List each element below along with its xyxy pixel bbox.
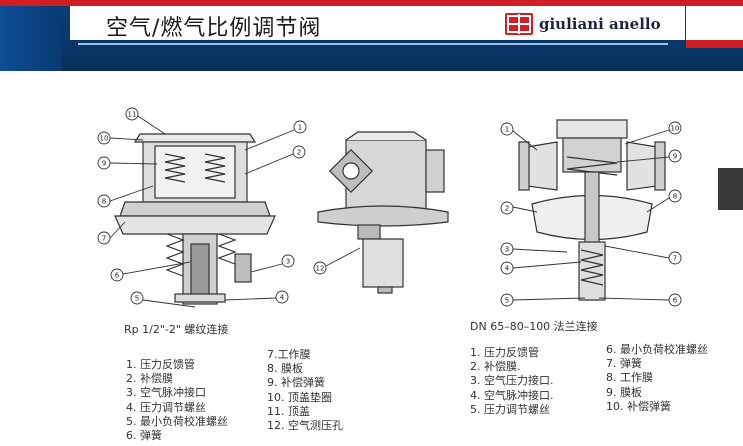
callout-5: 5 bbox=[135, 295, 139, 303]
callout-1: 1 bbox=[298, 124, 302, 132]
callout-4: 4 bbox=[280, 294, 285, 302]
callout-10: 10 bbox=[100, 135, 109, 143]
legend-item: 8. 工作膜 bbox=[606, 371, 653, 385]
right-caption: DN 65–80–100 法兰连接 bbox=[470, 320, 598, 333]
callout-1: 1 bbox=[505, 126, 509, 134]
legend-item: 1. 压力反馈管 bbox=[126, 358, 195, 371]
legend-item: 8. 膜板 bbox=[267, 362, 303, 376]
legend-item: 4. 空气脉冲接口. bbox=[470, 388, 554, 402]
legend-item: 12. 空气测压孔 bbox=[267, 419, 343, 433]
title-underline bbox=[78, 43, 668, 45]
callout-5: 5 bbox=[505, 297, 509, 305]
legend-item: 2. 补偿膜 bbox=[126, 372, 173, 386]
header-left-stripe bbox=[0, 6, 62, 71]
logo-mark-icon bbox=[505, 13, 533, 35]
callout-6: 6 bbox=[673, 297, 678, 305]
legend-left-col2: 7.工作膜 8. 膜板 9. 补偿弹簧 10. 顶盖垫圈 11. 顶盖 12. … bbox=[267, 348, 343, 433]
legend-item: 1. 压力反馈管 bbox=[470, 346, 539, 359]
callout-11: 11 bbox=[128, 111, 137, 119]
callout-8: 8 bbox=[673, 193, 677, 201]
callout-2: 2 bbox=[297, 149, 301, 157]
callout-4: 4 bbox=[505, 265, 510, 273]
legend-item: 9. 补偿弹簧 bbox=[267, 376, 325, 390]
callout-3: 3 bbox=[505, 246, 509, 254]
logo-text: giuliani anello bbox=[539, 15, 661, 33]
legend-right-col1: 1. 压力反馈管 2. 补偿膜. 3. 空气压力接口. 4. 空气脉冲接口. 5… bbox=[470, 346, 554, 417]
legend-item: 7.工作膜 bbox=[267, 348, 311, 361]
header-right-box bbox=[686, 6, 743, 40]
legend-item: 9. 膜板 bbox=[606, 385, 642, 399]
legend-item: 7. 弹簧 bbox=[606, 357, 642, 371]
legend-item: 5. 最小负荷校准螺丝 bbox=[126, 414, 228, 428]
legend-item: 11. 顶盖 bbox=[267, 404, 310, 418]
callout-12: 12 bbox=[316, 265, 325, 273]
callout-9: 9 bbox=[102, 160, 106, 168]
callout-9: 9 bbox=[673, 153, 677, 161]
left-valve-diagram: 11 10 9 8 7 6 5 1 2 3 4 bbox=[97, 107, 307, 308]
header-red-strip bbox=[0, 0, 743, 6]
legend-item: 3. 空气压力接口. bbox=[470, 374, 554, 388]
legend-right-col2: 6. 最小负荷校准螺丝 7. 弹簧 8. 工作膜 9. 膜板 10. 补偿弹簧 bbox=[606, 343, 708, 414]
legend-item: 10. 补偿弹簧 bbox=[606, 399, 671, 413]
left-caption: Rp 1/2"-2" 螺纹连接 bbox=[124, 323, 229, 336]
legend-item: 6. 最小负荷校准螺丝 bbox=[606, 343, 708, 356]
legend-item: 6. 弹簧 bbox=[126, 429, 162, 443]
header-right-red-bar bbox=[686, 40, 743, 48]
callout-3: 3 bbox=[286, 258, 290, 266]
callout-10: 10 bbox=[671, 125, 680, 133]
callout-2: 2 bbox=[505, 205, 509, 213]
callout-6: 6 bbox=[115, 272, 120, 280]
legend-item: 2. 补偿膜. bbox=[470, 360, 521, 374]
legend-left-col1: 1. 压力反馈管 2. 补偿膜 3. 空气脉冲接口 4. 压力调节螺丝 5. 最… bbox=[126, 358, 228, 443]
brand-logo: giuliani anello bbox=[505, 12, 661, 36]
side-marker bbox=[718, 168, 743, 210]
legend-item: 3. 空气脉冲接口 bbox=[126, 386, 206, 400]
page-title: 空气/燃气比例调节阀 bbox=[106, 16, 322, 41]
middle-valve-diagram: 12 bbox=[313, 131, 449, 294]
callout-7: 7 bbox=[102, 235, 106, 243]
callout-8: 8 bbox=[102, 198, 106, 206]
title-box bbox=[70, 6, 685, 40]
right-valve-diagram: 1 2 3 4 5 10 9 8 7 6 bbox=[500, 119, 682, 307]
legend-item: 10. 顶盖垫圈 bbox=[267, 390, 332, 404]
callout-7: 7 bbox=[673, 255, 677, 263]
legend-item: 4. 压力调节螺丝 bbox=[126, 400, 206, 414]
legend-item: 5. 压力调节螺丝 bbox=[470, 402, 550, 416]
